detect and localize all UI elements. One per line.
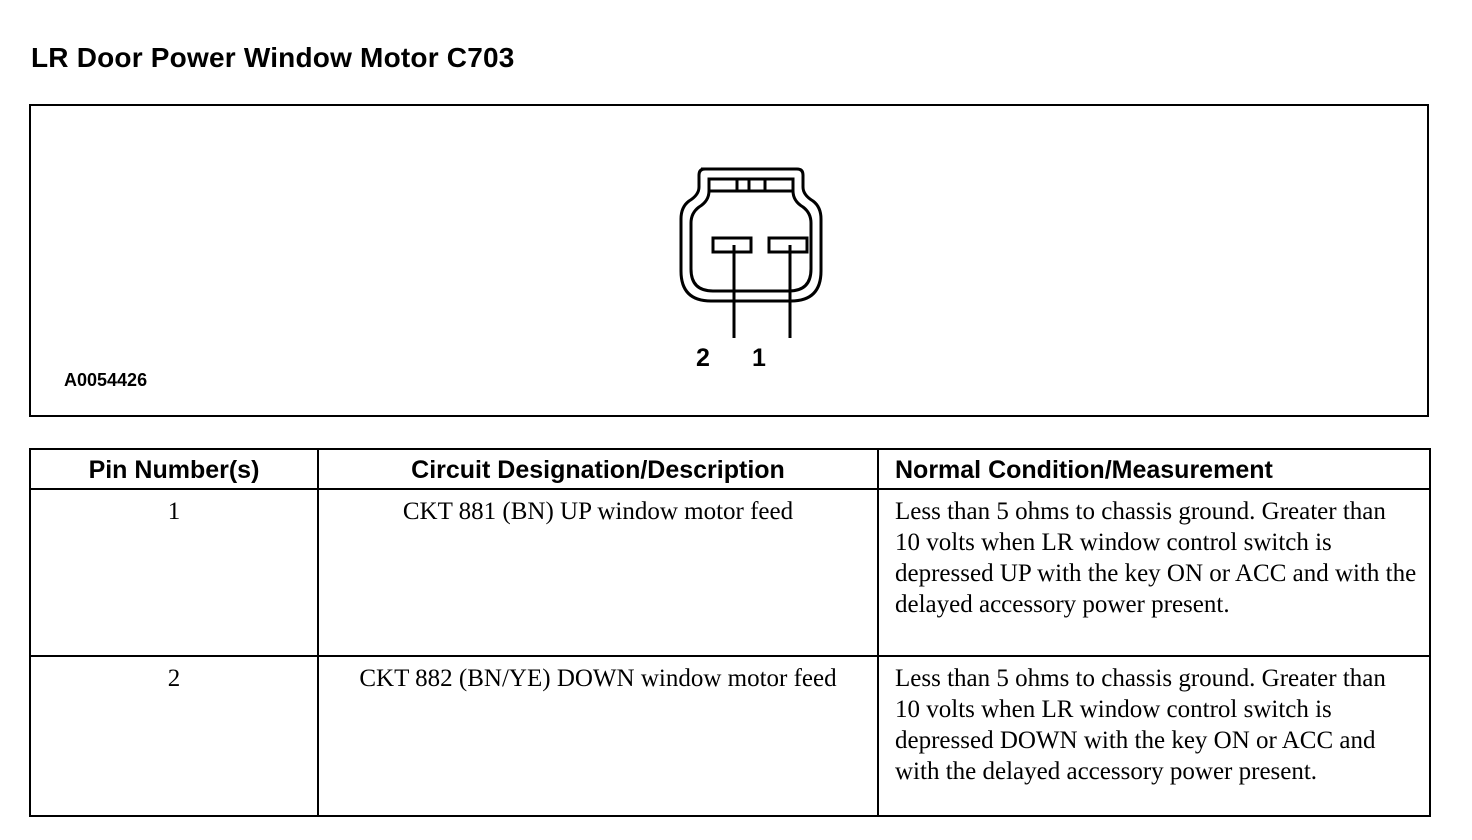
page-title: LR Door Power Window Motor C703 <box>31 42 515 73</box>
cell-condition: Less than 5 ohms to chassis ground. Grea… <box>877 488 1431 657</box>
pin-table: Pin Number(s) Circuit Designation/Descri… <box>29 448 1431 817</box>
pin-2-label: 2 <box>696 344 710 372</box>
cell-pin: 2 <box>29 655 319 817</box>
table-row: 1 CKT 881 (BN) UP window motor feed Less… <box>29 488 1431 657</box>
connector-figure: 2 1 A0054426 <box>29 104 1429 417</box>
header-condition: Normal Condition/Measurement <box>877 448 1431 490</box>
cell-circuit: CKT 881 (BN) UP window motor feed <box>317 488 879 657</box>
table-row: 2 CKT 882 (BN/YE) DOWN window motor feed… <box>29 655 1431 817</box>
figure-id: A0054426 <box>64 370 148 390</box>
cell-condition: Less than 5 ohms to chassis ground. Grea… <box>877 655 1431 817</box>
cell-circuit: CKT 882 (BN/YE) DOWN window motor feed <box>317 655 879 817</box>
header-pin-number: Pin Number(s) <box>29 448 319 490</box>
header-circuit: Circuit Designation/Description <box>317 448 879 490</box>
pin-1-label: 1 <box>752 344 766 372</box>
cell-pin: 1 <box>29 488 319 657</box>
table-header-row: Pin Number(s) Circuit Designation/Descri… <box>29 448 1431 490</box>
connector-face-icon <box>679 167 823 338</box>
